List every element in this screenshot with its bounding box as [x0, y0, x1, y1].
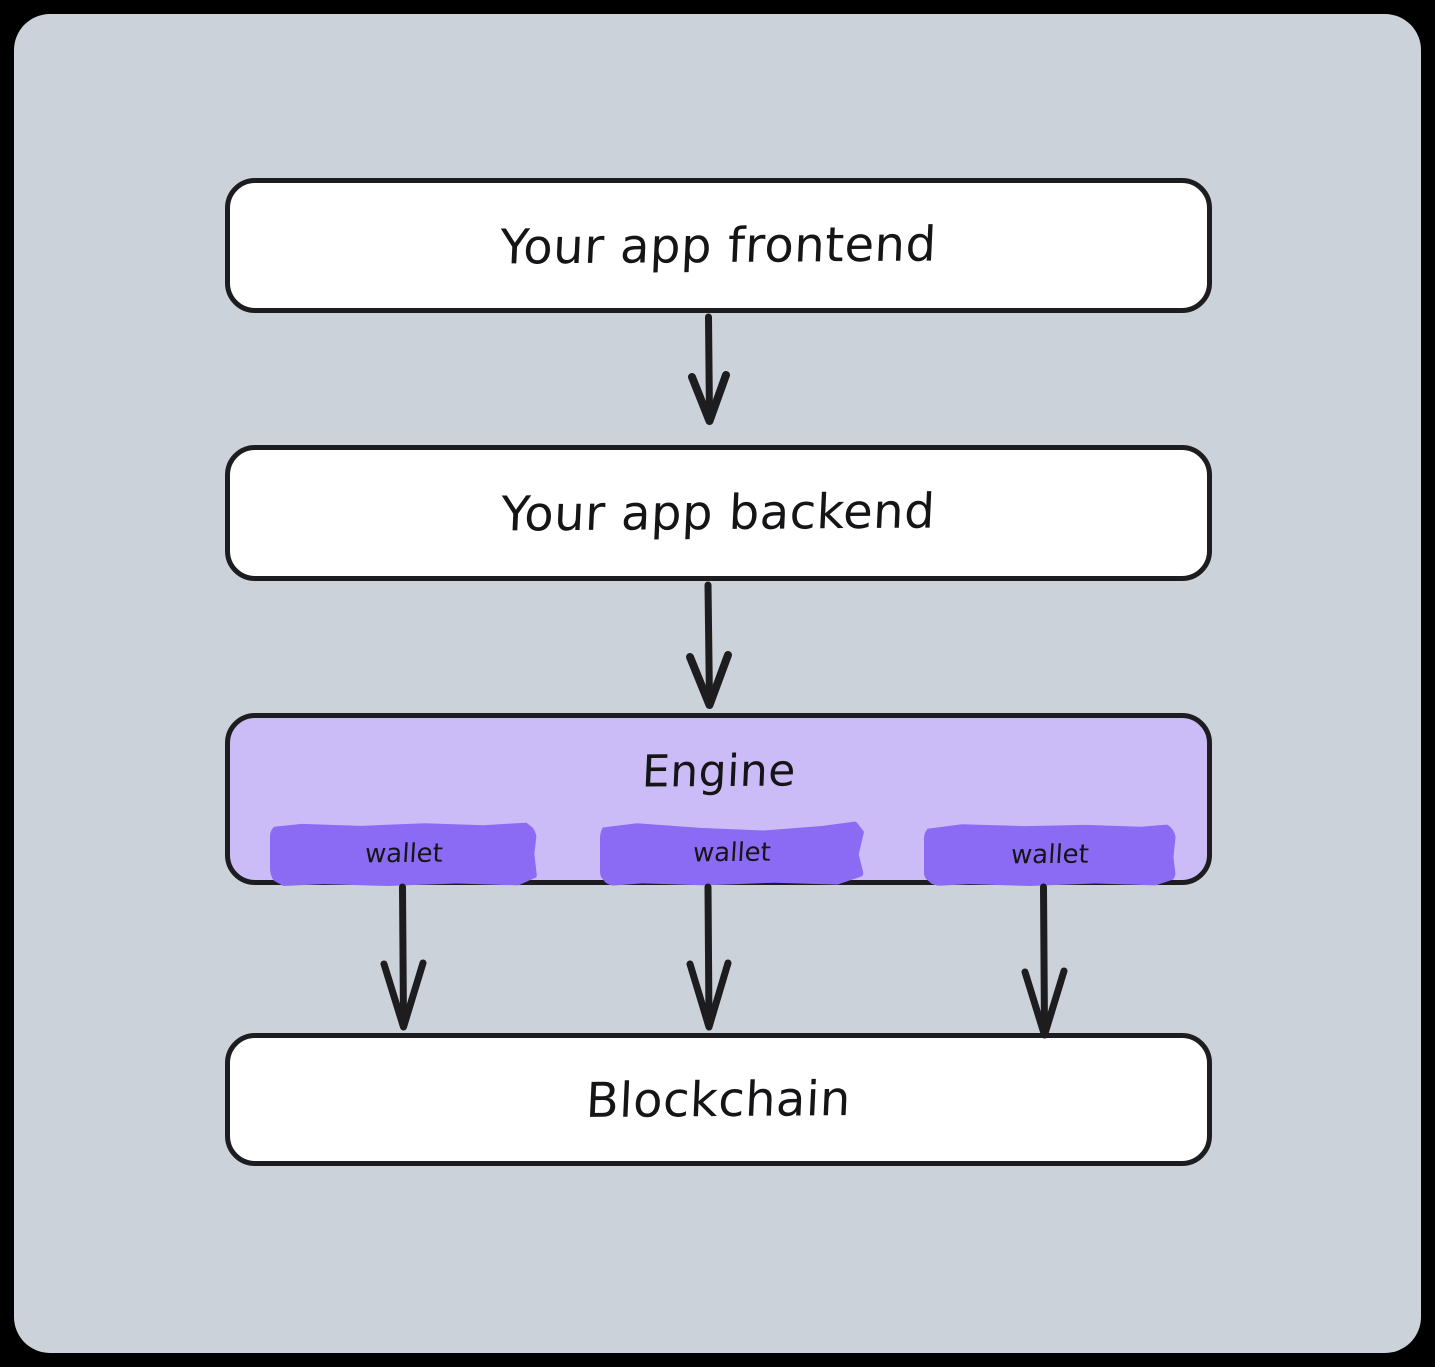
node-blockchain[interactable]: Blockchain — [225, 1033, 1212, 1166]
node-label-blockchain: Blockchain — [584, 1070, 853, 1129]
arrow-backend-to-engine — [686, 581, 732, 709]
arrow-frontend-to-backend — [688, 313, 730, 425]
node-label-backend: Your app backend — [500, 483, 937, 543]
node-label-engine: Engine — [640, 745, 797, 798]
wallet-label-2: wallet — [692, 837, 772, 869]
arrow-wallet2-to-blockchain — [686, 883, 732, 1031]
node-label-frontend: Your app frontend — [498, 215, 939, 276]
node-your-app-backend[interactable]: Your app backend — [225, 445, 1212, 581]
arrow-wallet1-to-blockchain — [380, 883, 427, 1031]
wallet-chip-1[interactable]: wallet — [270, 822, 537, 886]
node-your-app-frontend[interactable]: Your app frontend — [225, 178, 1212, 313]
wallet-label-3: wallet — [1010, 839, 1090, 870]
flow-diagram: Your app frontend Your app backend Engin… — [14, 14, 1421, 1353]
wallet-chip-2[interactable]: wallet — [600, 821, 864, 886]
wallet-label-1: wallet — [363, 838, 444, 870]
diagram-canvas: Your app frontend Your app backend Engin… — [14, 14, 1421, 1353]
wallet-chip-3[interactable]: wallet — [924, 824, 1176, 886]
arrow-wallet3-to-blockchain — [1021, 883, 1068, 1039]
